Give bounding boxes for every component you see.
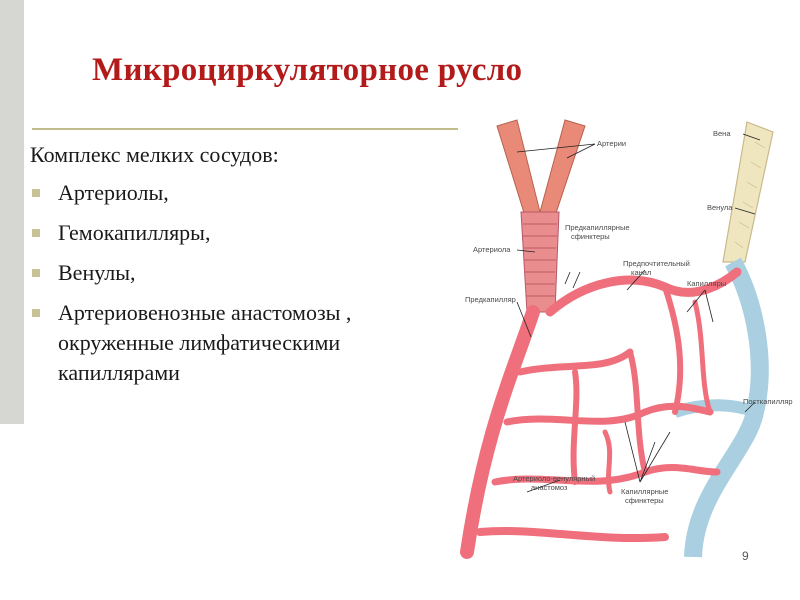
label-precapillary-sphincters-line1: Предкапиллярные [565, 223, 630, 232]
label-capillary-sphincters-line1: Капиллярные [621, 487, 668, 496]
label-postcapillary: Посткапилляр [743, 397, 793, 406]
label-capillaries: Капилляры [687, 279, 726, 288]
label-preferential-channel-line1: Предпочтительный [623, 259, 690, 268]
intro-text: Комплекс мелких сосудов: [30, 142, 279, 167]
bullet-square-icon [32, 229, 40, 237]
venous-channel [684, 257, 769, 558]
bullet-item: Артериолы, [30, 178, 430, 208]
bullet-text: Артериовенозные анастомозы , окруженные … [58, 300, 352, 385]
bullet-list: Артериолы, Гемокапилляры, Венулы, Артери… [30, 178, 430, 398]
bullet-square-icon [32, 189, 40, 197]
label-av-anastomosis-line1: Артериоло-венулярный [513, 474, 595, 483]
bullet-item: Гемокапилляры, [30, 218, 430, 248]
page-number: 9 [742, 549, 749, 563]
slide-title: Микроциркуляторное русло [92, 52, 523, 88]
vein-vessel [722, 121, 774, 263]
arteriole-vessel [520, 211, 560, 313]
label-preferential-channel-line2: канал [631, 268, 651, 277]
bullet-item: Венулы, [30, 258, 430, 288]
bullet-text: Гемокапилляры, [58, 220, 211, 245]
bullet-item: Артериовенозные анастомозы , окруженные … [30, 298, 430, 388]
leader-lines [516, 133, 761, 493]
label-vein: Вена [713, 129, 731, 138]
title-divider [32, 128, 458, 130]
arteriole-rings [523, 223, 557, 297]
bullet-text: Артериолы, [58, 180, 169, 205]
label-arteriole: Артериола [473, 245, 511, 254]
artery-branch-right [539, 119, 586, 217]
label-arteries: Артерии [597, 139, 626, 148]
sidebar-decoration [0, 0, 24, 424]
label-precapillary-sphincters-line2: сфинктеры [571, 232, 610, 241]
vein-texture [734, 141, 766, 249]
artery-branch-left [496, 119, 541, 217]
bullet-text: Венулы, [58, 260, 136, 285]
microcirculation-diagram: Артерии Вена Венула Предкапиллярные сфин… [460, 119, 793, 559]
bullet-square-icon [32, 269, 40, 277]
label-capillary-sphincters-line2: сфинктеры [625, 496, 664, 505]
label-av-anastomosis-line2: анастомоз [531, 483, 568, 492]
label-precapillary: Предкапилляр [465, 295, 516, 304]
bullet-square-icon [32, 309, 40, 317]
capillary-network [460, 267, 742, 559]
label-venule: Венула [707, 203, 733, 212]
